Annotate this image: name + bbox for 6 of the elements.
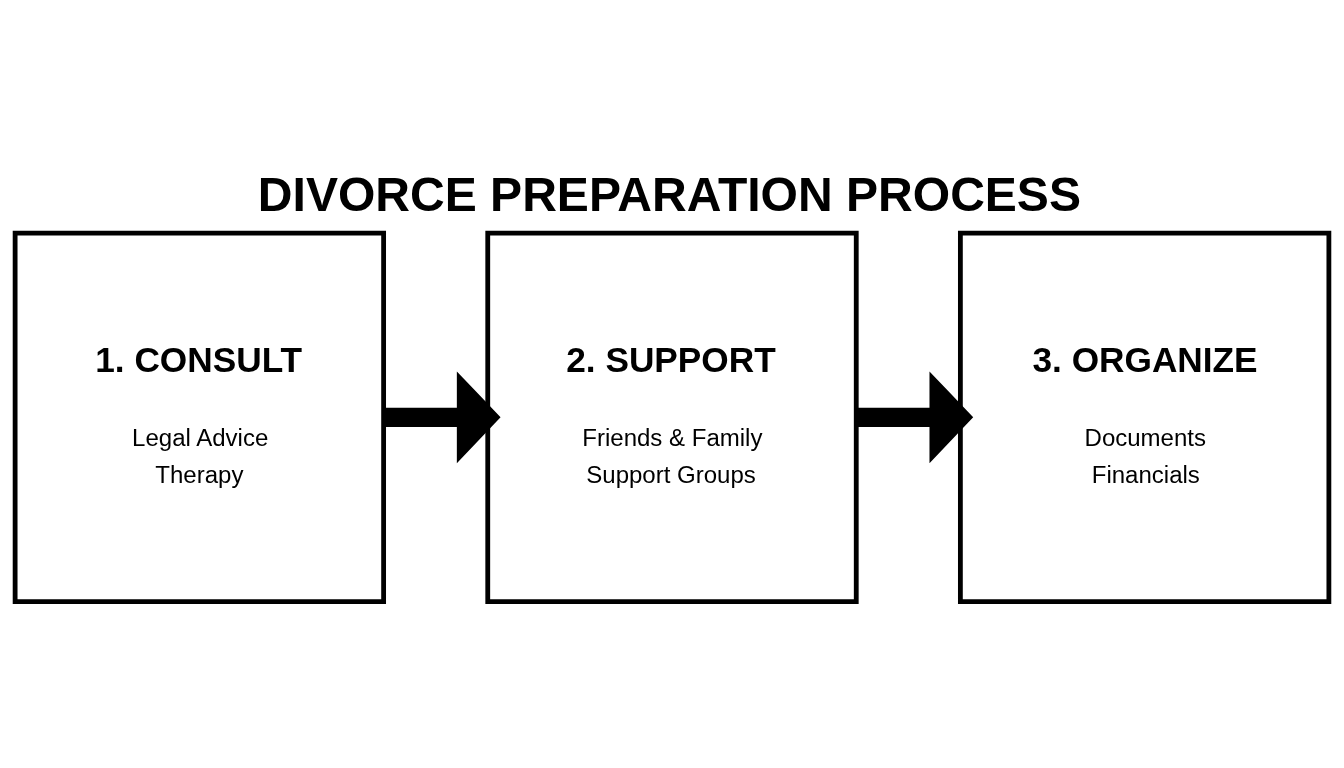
node-box: 2. SUPPORT Friends & Family Support Groups bbox=[485, 230, 859, 604]
arrow bbox=[856, 370, 974, 463]
node-box: 3. ORGANIZE Documents Financials bbox=[958, 230, 1332, 604]
node-box: 1. CONSULT Legal Advice Therapy bbox=[12, 230, 386, 604]
diagram-title: DIVORCE PREPARATION PROCESS bbox=[257, 166, 1081, 221]
arrow bbox=[383, 370, 501, 463]
